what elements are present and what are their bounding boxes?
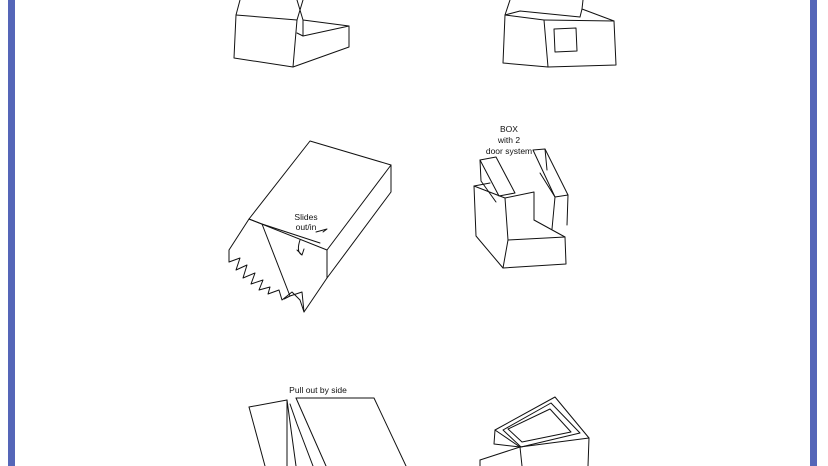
sketch-slide-sleeve: Slides out/in	[228, 140, 392, 313]
box-door-label-line3: door system	[486, 146, 532, 156]
pull-out-label: Pull out by side	[289, 385, 347, 395]
sketch-open-box-top-left	[233, 0, 350, 68]
sketch-window-box-bottom-right	[479, 396, 590, 466]
slides-label-line1: Slides	[294, 212, 317, 222]
right-border-bar	[810, 0, 817, 466]
sketch-pull-out-side-box: Pull out by side	[248, 385, 407, 466]
slides-label-line2: out/in	[296, 222, 317, 232]
box-door-label-line1: BOX	[500, 124, 518, 134]
box-door-label-line2: with 2	[497, 135, 520, 145]
sketch-window-box-top-right	[502, 0, 617, 68]
left-border-bar	[8, 0, 15, 466]
sketch-two-door-box: BOX with 2 door system	[473, 124, 569, 269]
